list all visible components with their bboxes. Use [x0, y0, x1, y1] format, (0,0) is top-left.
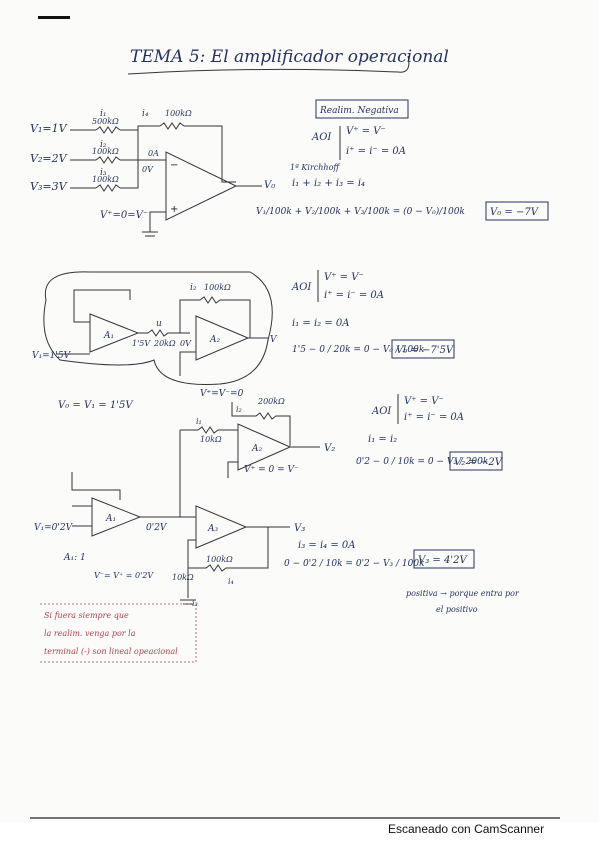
c1-aoi-a: V⁺ = V⁻	[346, 126, 386, 137]
c3-out3: V₃	[294, 523, 305, 534]
c3-vcond3: V⁻= V⁺ = 0'2V	[94, 571, 154, 580]
scanner-watermark: Escaneado con CamScanner	[388, 822, 545, 836]
c3-out2: V₂	[324, 443, 335, 454]
c3-aoi-a: V⁺ = V⁻	[404, 396, 444, 407]
page-title: TEMA 5: El amplificador operacional	[130, 47, 449, 67]
sidenote-l3: terminal (-) son lineal opeacional	[44, 647, 178, 656]
c1-v1: V₁=1V	[30, 122, 68, 135]
c2-out: V	[270, 335, 278, 345]
c2-v15: 1'5V	[132, 339, 151, 348]
c3-r2: 10kΩ	[200, 435, 222, 444]
c3-result3: V₃ = 4'2V	[418, 555, 468, 566]
c2-aoi-a: V⁺ = V⁻	[324, 272, 364, 283]
c3-r3: 10kΩ	[172, 573, 194, 582]
c3-a1note: A₁: 1	[63, 553, 86, 563]
c1-kcl: i₁ + i₂ + i₃ = i₄	[292, 178, 365, 189]
c2-kcl: i₁ = i₂ = 0A	[292, 318, 349, 329]
c2-opamp-a2	[195, 315, 250, 361]
c2-a2: A₂	[209, 335, 220, 345]
c3-opamp-a1	[91, 497, 142, 537]
c3-vcond: V⁺ = 0 = V⁻	[244, 465, 299, 475]
c3-node: 0'2V	[146, 523, 168, 533]
c1-i3: i₃	[100, 168, 107, 178]
c2-rtop: 100kΩ	[204, 283, 231, 292]
c1-r3: 100kΩ	[92, 175, 119, 184]
c1-rf: 100kΩ	[165, 109, 192, 118]
c2-grouping-outline	[43, 271, 273, 385]
circuit-1: V₁=1V V₂=2V V₃=3V 500kΩ 100kΩ 100kΩ i₁ i…	[30, 99, 549, 237]
c1-i4: i₄	[142, 109, 149, 119]
c3-kcl: i₁ = i₂	[368, 434, 397, 445]
c3-i1: i₁	[196, 417, 202, 426]
c2-vin: V₁=1'5V	[32, 351, 72, 361]
c1-v3: V₃=3V	[30, 180, 68, 193]
svg-text:AOI: AOI	[291, 282, 312, 293]
c1-eq: V₁/100k + V₂/100k + V₃/100k = (0 − V₀)/1…	[256, 206, 465, 217]
c2-itop: i₂	[190, 283, 197, 293]
c3-note3b: el positivo	[436, 605, 478, 614]
c2-u: u	[156, 319, 162, 329]
sidenote-l2: la realim. venga por la	[44, 629, 136, 638]
c2-v0: 0V	[180, 339, 192, 348]
c1-v2: V₂=2V	[30, 152, 68, 165]
c1-i1: i₁	[100, 109, 107, 119]
circuit-2: A₁ V₁=1'5V 1'5V u 20kΩ 0V i₂ 100kΩ A₂ V …	[32, 270, 455, 411]
c1-r2: 100kΩ	[92, 147, 119, 156]
c2-a1: A₁	[103, 331, 114, 341]
sidenote-l1: Si fuera siempre que	[44, 611, 129, 620]
c3-vtop: V⁺=V⁻=0	[200, 389, 244, 399]
svg-text:+: +	[170, 204, 178, 215]
c3-i3: i₃	[192, 599, 198, 608]
c1-input-wires	[70, 129, 96, 189]
notebook-page	[0, 0, 599, 822]
c1-i2: i₂	[100, 140, 107, 150]
c3-eq: 0'2 − 0 / 10k = 0 − V₂ / 200k	[356, 457, 488, 467]
c1-kcl-label: 1ª Kirchhoff	[290, 163, 340, 172]
c1-zero-a: 0A	[148, 149, 159, 158]
svg-text:AOI: AOI	[311, 132, 332, 143]
c3-aoi-b: i⁺ = i⁻ = 0A	[404, 412, 464, 423]
c3-r1: 200kΩ	[257, 397, 285, 406]
c3-a2: A₂	[251, 444, 262, 454]
svg-text:−: −	[170, 160, 178, 171]
c1-opamp	[165, 151, 238, 221]
c3-result: V₂ = −2V	[454, 457, 504, 468]
c3-i2: i₂	[236, 405, 242, 414]
c3-a1: A₁	[105, 514, 116, 524]
c3-kcl3: i₃ = i₄ = 0A	[298, 540, 355, 551]
c1-node-wires	[120, 125, 236, 189]
c3-a3: A₃	[207, 524, 218, 534]
c1-section: Realim. Negativa	[319, 106, 399, 116]
c1-aoi-b: i⁺ = i⁻ = 0A	[346, 146, 406, 157]
c1-vplus: V⁺=0=V⁻	[100, 210, 148, 221]
c3-r4: 100kΩ	[206, 555, 233, 564]
svg-text:AOI: AOI	[371, 406, 392, 417]
c2-eq: 1'5 − 0 / 20k = 0 − V₀ / 100k	[292, 345, 424, 355]
c1-r1: 500kΩ	[92, 117, 119, 126]
c1-vo: V₀	[264, 180, 275, 191]
c2-result: V₀ = −7'5V	[396, 345, 455, 356]
c2-caption: V₀ = V₁ = 1'5V	[58, 400, 134, 411]
c3-opamp-a2	[237, 423, 292, 471]
c1-feedback-resistor	[159, 122, 185, 130]
c3-vin: V₁=0'2V	[34, 523, 74, 533]
c3-note3a: positiva → porque entra por	[406, 589, 520, 598]
c1-output-ground	[142, 185, 262, 237]
scan-mark	[38, 16, 70, 19]
c3-opamp-a3	[195, 505, 248, 549]
c2-opamp-a1	[89, 313, 140, 353]
c2-aoi-b: i⁺ = i⁻ = 0A	[324, 290, 384, 301]
circuit-3: V⁺=V⁻=0 200kΩ i₂ i₁ 10kΩ A₂ V₂ V⁺ = 0 = …	[34, 389, 520, 614]
c3-i4: i₄	[228, 577, 234, 586]
c1-zero-v: 0V	[142, 165, 154, 174]
sidenote: Si fuera siempre que la realim. venga po…	[40, 603, 197, 663]
c1-resistors	[95, 126, 121, 192]
c2-rmid: 20kΩ	[153, 339, 176, 348]
c3-eq3: 0 − 0'2 / 10k = 0'2 − V₃ / 100k	[284, 559, 425, 569]
title-underline	[127, 55, 410, 75]
c1-result: V₀ = −7V	[490, 207, 540, 218]
